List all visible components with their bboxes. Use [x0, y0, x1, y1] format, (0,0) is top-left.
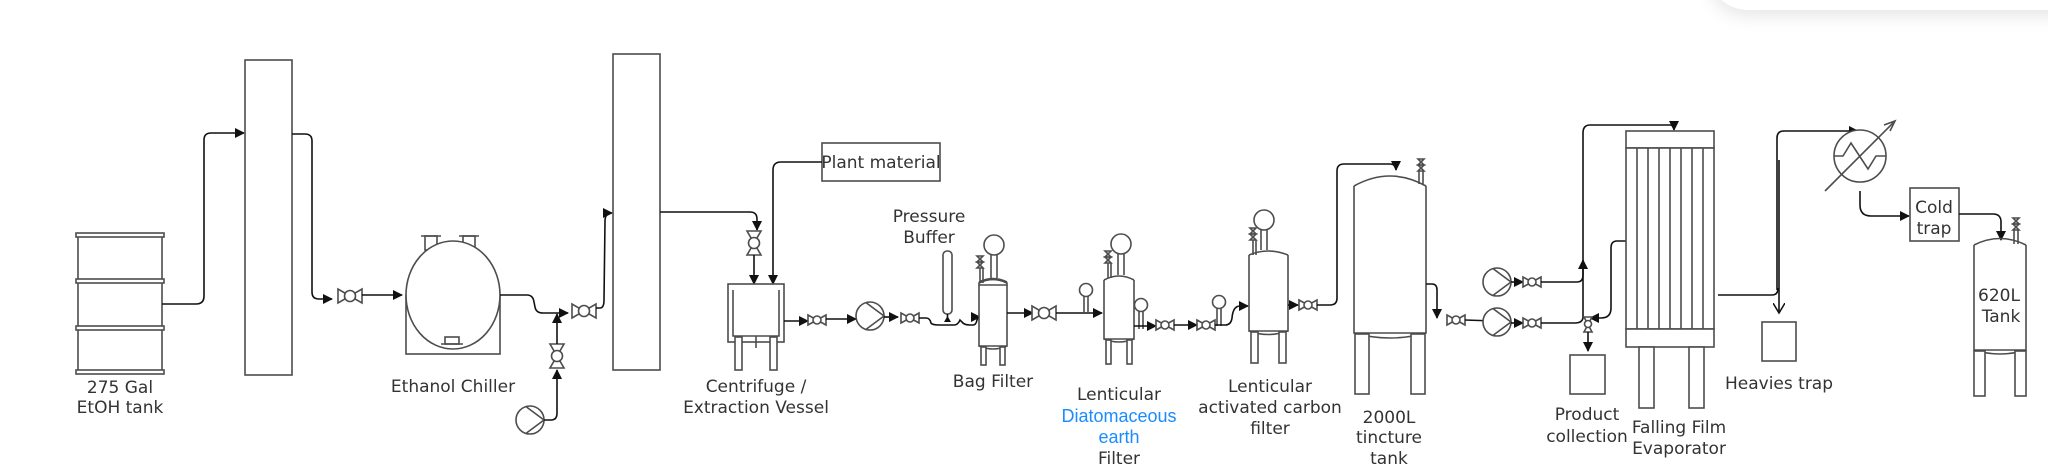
pipe-cold-trap-to-tank	[1959, 213, 2006, 241]
etoh-tank-label-2: EtOH tank	[77, 398, 164, 418]
pipe-tincture-out	[1426, 283, 1442, 319]
valve-bag-out[interactable]	[1031, 305, 1057, 321]
pressure-buffer-label-1: Pressure	[893, 207, 966, 227]
centrifuge-label-1: Centrifuge /	[706, 377, 807, 397]
product-collection-box[interactable]	[1569, 354, 1606, 395]
pipe-chiller-to-valve	[500, 294, 569, 318]
valve-recirc[interactable]	[549, 343, 565, 369]
pipe-to-tincture-tank	[1317, 160, 1401, 306]
pump-recirc[interactable]	[515, 405, 545, 435]
plant-material-label: Plant material	[821, 153, 940, 173]
etoh-tank-drum[interactable]	[75, 232, 165, 375]
valve-carbon-in[interactable]	[1196, 319, 1216, 331]
bag-filter[interactable]	[976, 234, 1008, 366]
valve-carbon-out[interactable]	[1298, 299, 1318, 311]
valve-product[interactable]	[1582, 316, 1594, 333]
centrifuge-vessel[interactable]	[727, 283, 785, 371]
pipe-column2-to-centrifuge	[660, 211, 762, 231]
carbon-filter-label-1: Lenticular	[1228, 377, 1312, 397]
pipe-aux-to-header	[1541, 259, 1588, 283]
de-filter-label-1: Lenticular	[1077, 385, 1161, 405]
product-collection-label-1: Product	[1555, 405, 1620, 425]
pipe-plant-to-centrifuge	[768, 161, 822, 285]
carbon-filter-label-2: activated carbon	[1198, 398, 1342, 418]
tank-620l[interactable]	[1973, 217, 2027, 397]
pressure-buffer-label-2: Buffer	[903, 228, 955, 248]
pipe-feed-to-header	[1541, 317, 1584, 324]
evaporator-label-2: Evaporator	[1632, 439, 1726, 459]
pressure-buffer[interactable]	[942, 250, 953, 322]
heavies-trap-label: Heavies trap	[1725, 374, 1833, 394]
ethanol-chiller[interactable]	[405, 235, 501, 355]
valve-centrifuge-inlet[interactable]	[746, 230, 762, 256]
ethanol-chiller-label: Ethanol Chiller	[391, 377, 515, 397]
valve-chiller-inlet[interactable]	[337, 288, 363, 304]
valve-pump-out[interactable]	[900, 312, 920, 324]
valve-feed-out[interactable]	[1522, 317, 1542, 329]
pipe-evaporator-bottoms	[1589, 240, 1626, 323]
tincture-tank-label-1: 2000L	[1363, 408, 1416, 428]
centrifuge-label-2: Extraction Vessel	[683, 398, 829, 418]
bag-filter-label: Bag Filter	[953, 372, 1033, 392]
column-2[interactable]	[612, 53, 661, 371]
de-filter-label-2: Diatomaceous	[1061, 406, 1176, 426]
product-collection-label-2: collection	[1546, 427, 1628, 447]
valve-centrifuge-out[interactable]	[807, 314, 827, 326]
de-filter[interactable]	[1103, 233, 1149, 365]
tank-620-label-1: 620L	[1978, 286, 2020, 306]
etoh-tank-label-1: 275 Gal	[87, 378, 153, 398]
carbon-filter-label-3: filter	[1250, 419, 1290, 439]
cold-trap-label-2: trap	[1917, 219, 1952, 239]
pipe-header-to-evaporator-top	[1582, 120, 1679, 318]
valve-tincture-out[interactable]	[1446, 314, 1466, 326]
pipe-to-condenser	[1776, 126, 1859, 290]
de-filter-label-4: Filter	[1098, 449, 1140, 466]
pipe-tank-to-column1	[162, 128, 245, 305]
tincture-tank-label-2: tincture	[1356, 428, 1422, 448]
valve-aux-out[interactable]	[1522, 276, 1542, 288]
pump-aux[interactable]	[1482, 267, 1512, 297]
pipe-pump-to-valve	[544, 369, 562, 421]
column-1[interactable]	[244, 59, 293, 376]
tank-620-label-2: Tank	[1981, 307, 2021, 327]
panel-shadow	[1708, 0, 2048, 10]
tincture-tank-label-3: tank	[1370, 449, 1408, 466]
de-filter-label-3: earth	[1098, 427, 1139, 447]
cold-trap-label-1: Cold	[1915, 198, 1953, 218]
pump-feed[interactable]	[1482, 307, 1512, 337]
tincture-tank[interactable]	[1353, 158, 1427, 395]
heavies-trap-box[interactable]	[1761, 321, 1797, 362]
falling-film-evaporator[interactable]	[1625, 130, 1715, 409]
pipe-to-carbon-filter	[1215, 301, 1249, 326]
gauge-de-inlet	[1078, 282, 1094, 315]
carbon-filter[interactable]	[1248, 209, 1289, 364]
valve-column2-inlet[interactable]	[571, 303, 597, 319]
valve-de-out[interactable]	[1155, 319, 1175, 331]
pipe-evaporator-vapor	[1718, 287, 1779, 296]
cold-trap-box[interactable]	[1909, 187, 1960, 242]
pipe-column1-to-valve	[292, 133, 333, 304]
condenser-heat-exchanger[interactable]	[1824, 119, 1897, 192]
pipe-to-bag-filter	[919, 316, 983, 326]
pump-transfer[interactable]	[855, 301, 885, 331]
pipe-valve-to-column2	[596, 208, 613, 309]
evaporator-label-1: Falling Film	[1632, 418, 1726, 438]
plant-material-box[interactable]	[821, 142, 941, 182]
pipe-condenser-to-cold-trap	[1859, 191, 1910, 221]
